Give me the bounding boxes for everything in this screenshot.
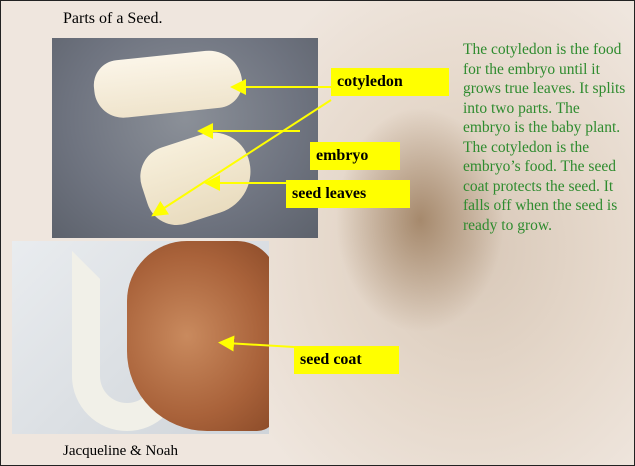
seed-coat-label: seed coat	[294, 346, 399, 374]
embryo-label: embryo	[310, 142, 400, 170]
seed-leaves-half-image	[132, 123, 261, 233]
cotyledon-label: cotyledon	[331, 68, 449, 96]
credits-text: Jacqueline & Noah	[63, 443, 178, 460]
seed-coat-photo	[12, 241, 269, 434]
seed-halves-photo	[52, 38, 318, 238]
seed-leaves-label: seed leaves	[286, 180, 410, 208]
description-text: The cotyledon is the food for the embryo…	[463, 40, 628, 235]
cotyledon-half-image	[91, 47, 244, 120]
slide-title: Parts of a Seed.	[63, 10, 163, 28]
seed-coat-image	[127, 241, 269, 431]
